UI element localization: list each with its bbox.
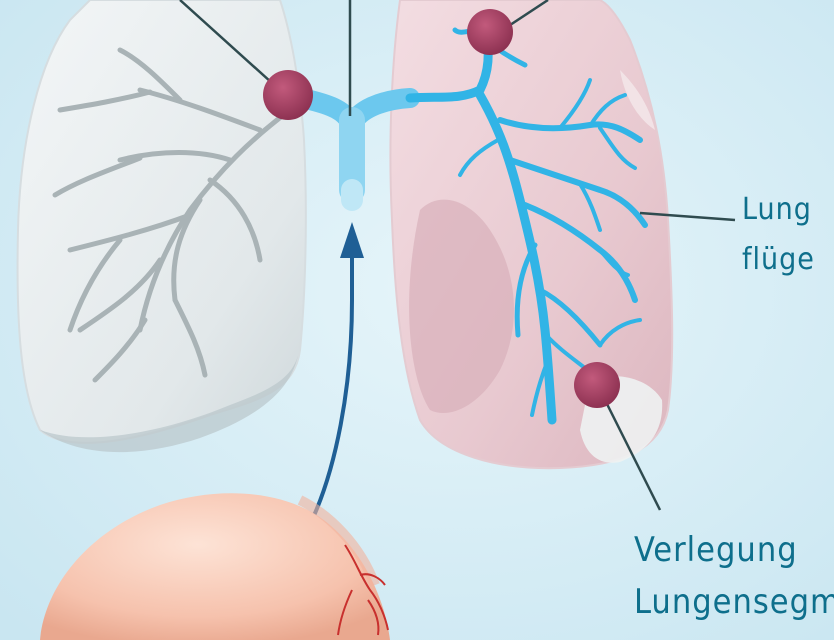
label-lung-wing-line2: flüge	[742, 240, 815, 280]
embolus-lower-right	[574, 362, 620, 408]
embolus-top-right	[467, 9, 513, 55]
label-lung-wing-line1: Lung	[742, 190, 812, 230]
left-lung	[18, 0, 306, 452]
embolus-left	[263, 70, 313, 120]
label-blockage-line2: Lungensegm	[634, 582, 834, 622]
label-blockage-line1: Verlegung	[634, 530, 798, 570]
